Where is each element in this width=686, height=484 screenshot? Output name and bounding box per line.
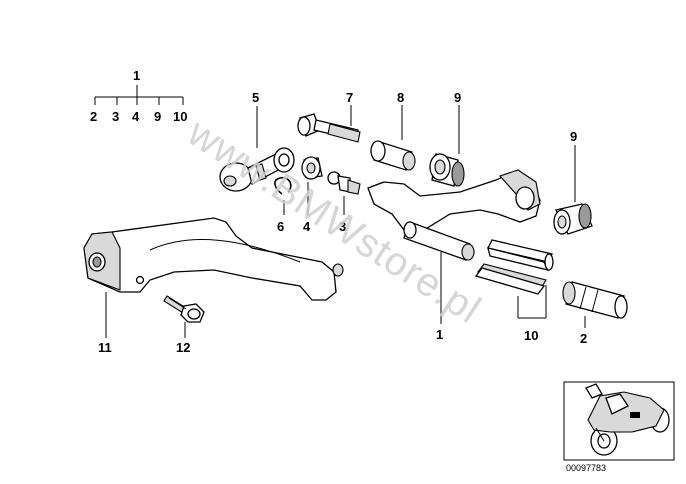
- callout-6: 6: [277, 219, 284, 234]
- callout-7: 7: [346, 90, 353, 105]
- callout-5: 5: [252, 90, 259, 105]
- shift-shaft-part-1: [367, 169, 541, 324]
- callout-tree: 1 2 3 4 9 10: [90, 68, 187, 124]
- ball-joint-part-5: [219, 147, 295, 192]
- callout-sub-4: 4: [132, 109, 140, 124]
- callout-9-right: 9: [570, 129, 577, 144]
- callout-9-top: 9: [454, 90, 461, 105]
- callout-8: 8: [397, 90, 404, 105]
- callout-4: 4: [303, 219, 311, 234]
- callout-sub-10: 10: [173, 109, 187, 124]
- callout-3: 3: [339, 219, 346, 234]
- motorcycle-thumbnail: [563, 381, 675, 461]
- callout-1-group: 1: [133, 68, 140, 83]
- bushing-part-9-top: [429, 105, 465, 187]
- bushing-part-4: [301, 156, 323, 215]
- sleeve-part-8: [370, 105, 416, 171]
- bolt-part-12: [163, 295, 205, 323]
- sleeve-clip-part-10: [474, 239, 554, 319]
- callout-2: 2: [580, 331, 587, 346]
- circlip-part-6: [274, 176, 292, 215]
- bolt-part-7: [297, 105, 361, 143]
- callout-11: 11: [98, 340, 112, 355]
- callout-1: 1: [436, 327, 443, 342]
- callout-sub-9: 9: [154, 109, 161, 124]
- pin-part-3: [327, 171, 361, 215]
- gear-lever-part-11: [83, 217, 344, 301]
- callout-12: 12: [176, 340, 190, 355]
- callout-10: 10: [524, 328, 538, 343]
- thumbnail-code: 00097783: [566, 463, 606, 473]
- foot-peg-part-2: [562, 281, 628, 328]
- bushing-part-9-right: [553, 145, 593, 235]
- callout-sub-3: 3: [112, 109, 119, 124]
- callout-sub-2: 2: [90, 109, 97, 124]
